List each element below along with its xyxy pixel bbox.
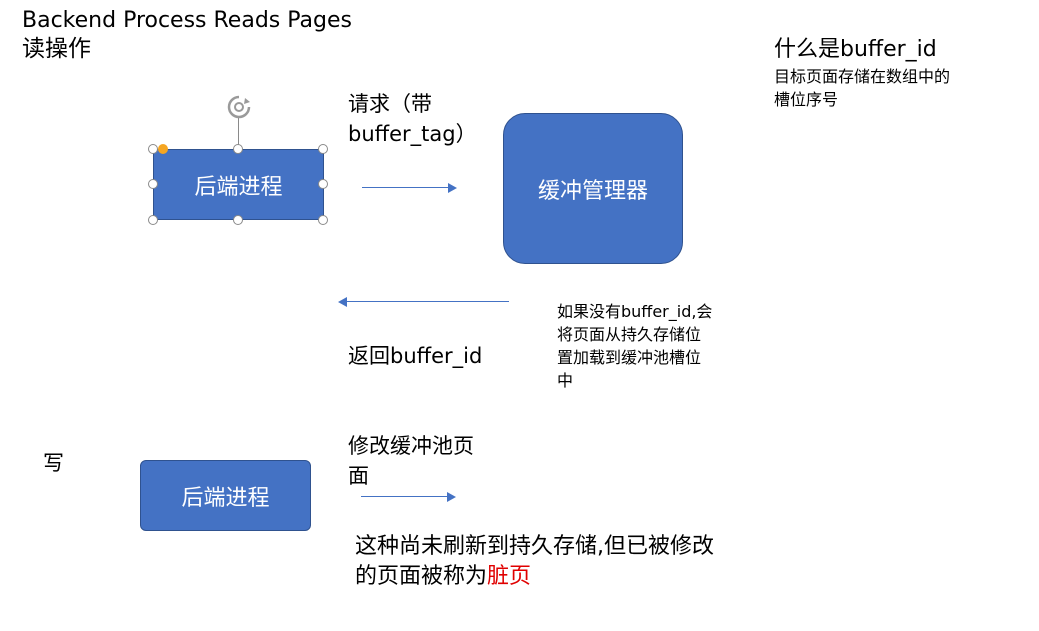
- dirty-page-line2: 的页面被称为脏页: [355, 564, 531, 590]
- request-label-line2: buffer_tag）: [348, 122, 477, 146]
- selection-handle[interactable]: [148, 179, 158, 189]
- rotate-icon[interactable]: [225, 93, 253, 121]
- page-subtitle: 读操作: [22, 36, 91, 62]
- backend-process-label: 后端进程: [181, 485, 270, 511]
- write-label: 写: [43, 451, 64, 475]
- selection-handle[interactable]: [318, 179, 328, 189]
- note-line3: 置加载到缓冲池槽位: [557, 348, 702, 367]
- return-label: 返回buffer_id: [348, 344, 483, 368]
- request-arrow: [362, 182, 457, 194]
- selection-handle[interactable]: [318, 215, 328, 225]
- buffer-manager-box[interactable]: 缓冲管理器: [503, 113, 683, 264]
- note-line4: 中: [557, 371, 574, 390]
- request-label-line1: 请求（带: [348, 92, 432, 116]
- dirty-page-line1: 这种尚未刷新到持久存储,但已被修改: [355, 534, 714, 559]
- modify-label-line1: 修改缓冲池页: [348, 434, 474, 458]
- definition-body-line2: 槽位序号: [774, 90, 839, 109]
- selection-handle[interactable]: [148, 144, 158, 154]
- selection-handle[interactable]: [148, 215, 158, 225]
- note-line2: 将页面从持久存储位: [557, 325, 702, 344]
- page-title: Backend Process Reads Pages: [22, 8, 352, 33]
- backend-process-box-read[interactable]: 后端进程: [153, 149, 324, 220]
- backend-process-box-write[interactable]: 后端进程: [140, 460, 311, 531]
- dirty-page-highlight: 脏页: [487, 564, 532, 589]
- modify-label-line2: 面: [348, 464, 369, 488]
- selection-handle[interactable]: [233, 144, 243, 154]
- dirty-page-prefix: 的页面被称为: [355, 564, 488, 589]
- return-arrow: [337, 296, 509, 308]
- selection-handle[interactable]: [233, 215, 243, 225]
- modify-arrow: [361, 491, 456, 503]
- backend-process-label: 后端进程: [194, 174, 283, 200]
- rotate-handle-stem: [238, 116, 239, 150]
- definition-heading: 什么是buffer_id: [774, 37, 937, 62]
- selection-handle[interactable]: [318, 144, 328, 154]
- selection-handle[interactable]: [158, 144, 168, 154]
- buffer-manager-label: 缓冲管理器: [537, 178, 648, 204]
- note-line1: 如果没有buffer_id,会: [557, 302, 713, 321]
- definition-body-line1: 目标页面存储在数组中的: [774, 67, 951, 86]
